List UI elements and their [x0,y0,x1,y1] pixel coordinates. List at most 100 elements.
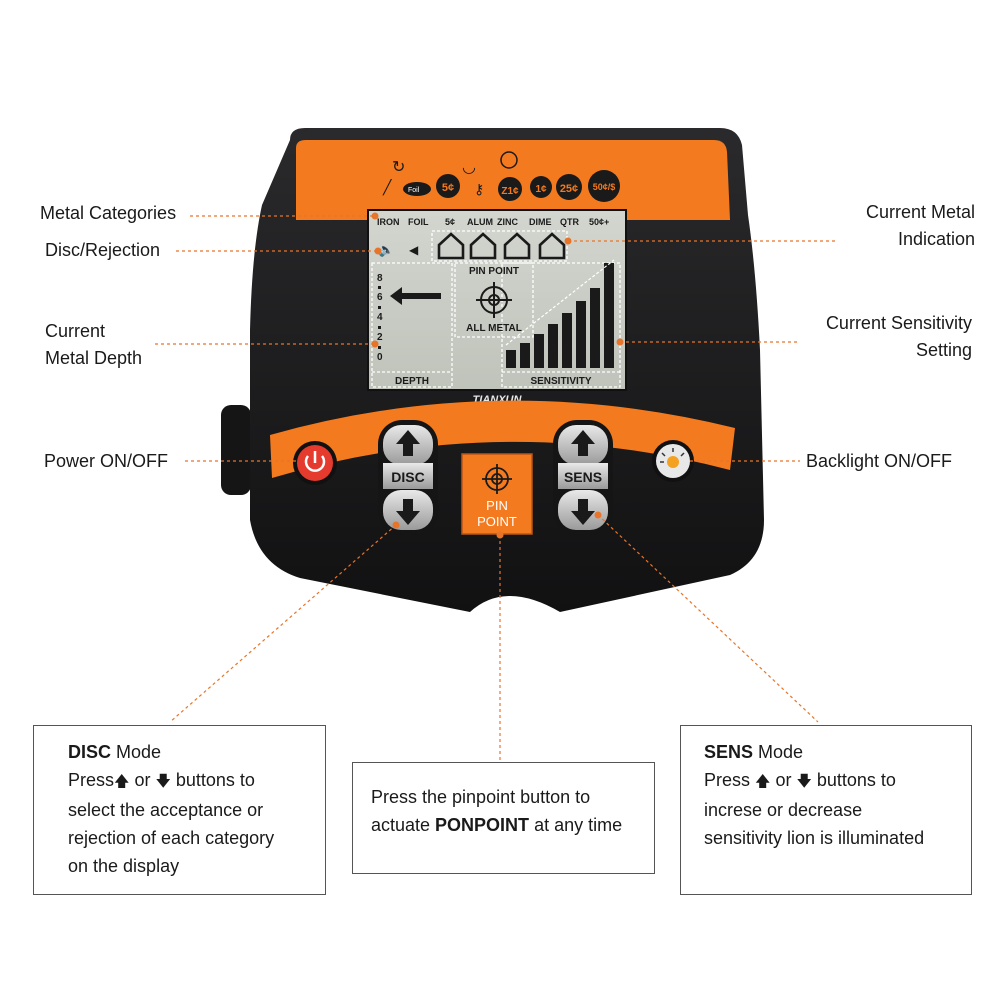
sens-mode-title: SENS [704,742,754,762]
sens-button-group: SENS [553,420,613,535]
sens-button-label: SENS [564,469,602,485]
speaker-icon-foil: ◀ [409,243,419,257]
ring-icon: ↻ [392,159,405,176]
label-current-metal-l1: Current Metal [865,202,975,222]
coin-z1c-label: Z1¢ [501,186,519,197]
pinpoint-target-icon [482,464,512,494]
lcd-category-labels: IRON FOIL 5¢ ALUM ZINC DIME QTR 50¢+ [377,217,609,227]
pinpoint-button[interactable]: PIN POINT [461,453,533,535]
depth-arrow-icon [390,287,441,305]
lcd-cat-dime: DIME [529,217,552,227]
house-icon-dime [538,232,566,260]
house-icon-zinc [503,232,531,260]
disc-buttons-text: buttons to [170,770,255,790]
coin-1c-icon [530,176,552,198]
lcd-depth-label: DEPTH [395,376,429,387]
foil-icon [403,182,431,196]
label-current-sensitivity: Current Sensitivity Setting [760,310,972,364]
sens-buttons-text: buttons to [811,770,896,790]
pin-box-ponpoint: PONPOINT [435,815,530,835]
lcd-cat-zinc: ZINC [497,217,518,227]
lightbulb-icon [667,456,679,468]
pin-box-anytime: at any time [529,815,623,835]
disc-up-arrow-icon [396,430,420,456]
up-arrow-icon: 🡅 [114,773,130,790]
disc-button-label: DISC [391,469,424,485]
disc-mode-word: Mode [111,742,162,762]
lcd-allmetal-label: ALL METAL [466,323,522,334]
lcd-pinpoint-label: PIN POINT [469,266,519,277]
label-current-depth-l2: Metal Depth [45,348,143,368]
depth-0: 0 [377,352,383,363]
pinpoint-box: Press the pinpoint button to actuate PON… [352,762,655,874]
coin-25c-label: 25¢ [560,183,578,195]
key-icon: ⚷ [474,181,484,197]
sens-down-arrow-icon [571,499,595,525]
disc-or-text: or [129,770,156,790]
disc-line-2: select the acceptance or [68,800,264,820]
disc-line-3: rejection of each category [68,828,275,848]
foil-label: Foil [408,187,420,194]
pin-box-line-1: Press the pinpoint button to [371,787,591,807]
coin-25c-icon [556,174,582,200]
label-metal-categories: Metal Categories [40,203,177,223]
house-icon-alum [469,232,497,260]
lcd-target-icon [476,282,512,318]
down-arrow-icon: 🡇 [796,773,812,790]
lcd-sensitivity-label: SENSITIVITY [530,376,591,387]
sens-button[interactable] [558,463,608,489]
lcd-cat-5c: 5¢ [445,217,455,227]
pin-label-l2: POINT [477,514,517,529]
disc-button[interactable] [383,463,433,489]
lcd-dashed-frames [371,262,621,388]
sens-or-text: or [770,770,797,790]
down-arrow-icon: 🡇 [155,773,171,790]
tab-icon: ◡ [462,159,476,176]
pin-label-l1: PIN [486,498,508,513]
label-current-sens-l1: Current Sensitivity [825,313,972,333]
nail-icon: ╱ [382,179,393,196]
label-current-depth-l1: Current [45,321,106,341]
depth-8: 8 [377,273,383,284]
sens-up-arrow-icon [571,430,595,456]
lcd-cat-foil: FOIL [408,217,429,227]
coin-5c-icon [436,174,460,198]
side-knob [221,405,251,495]
sens-mode-box: SENS Mode Press 🡅 or 🡇 buttons to incres… [680,725,972,895]
disc-button-group: DISC [378,420,438,535]
sensitivity-bars [506,263,614,368]
depth-6: 6 [377,292,383,303]
disc-line-4: on the display [68,856,180,876]
bottom-orange-arc [270,400,735,478]
sens-line-3: sensitivity lion is illuminated [704,828,925,848]
light-rays [660,448,685,463]
coin-z1c-icon [498,177,522,201]
disc-mode-title: DISC [68,742,112,762]
coin-50c-icon [588,170,620,202]
label-current-depth: Current Metal Depth [45,318,142,372]
house-icon-5c [437,232,465,260]
label-current-metal: Current Metal Indication [760,199,975,253]
label-current-metal-l2: Indication [897,229,975,249]
sens-press-text: Press [704,770,756,790]
bottlecap-icon [500,151,518,169]
disc-down-arrow-icon [396,499,420,525]
disc-press-text: Press [68,770,115,790]
depth-4: 4 [377,312,383,323]
speaker-icon-iron: 🔈 [378,242,394,258]
metal-category-icons: ╱ ↻ Foil 5¢ ◡ ⚷ Z1¢ 1¢ 25¢ 50¢/$ [382,151,620,202]
label-power: Power ON/OFF [44,451,169,471]
lcd-cat-alum: ALUM [467,217,493,227]
lcd-cat-iron: IRON [377,217,400,227]
depth-2: 2 [377,332,383,343]
lcd-cat-50c: 50¢+ [589,217,609,227]
label-disc-rejection: Disc/Rejection [45,240,161,260]
backlight-button[interactable] [652,440,694,482]
coin-1c-label: 1¢ [535,184,547,195]
houses-frame [431,230,568,262]
label-backlight: Backlight ON/OFF [806,451,953,471]
depth-scale: 8 6 4 2 0 [377,273,383,363]
power-button[interactable] [293,441,337,485]
up-arrow-icon: 🡅 [755,773,771,790]
